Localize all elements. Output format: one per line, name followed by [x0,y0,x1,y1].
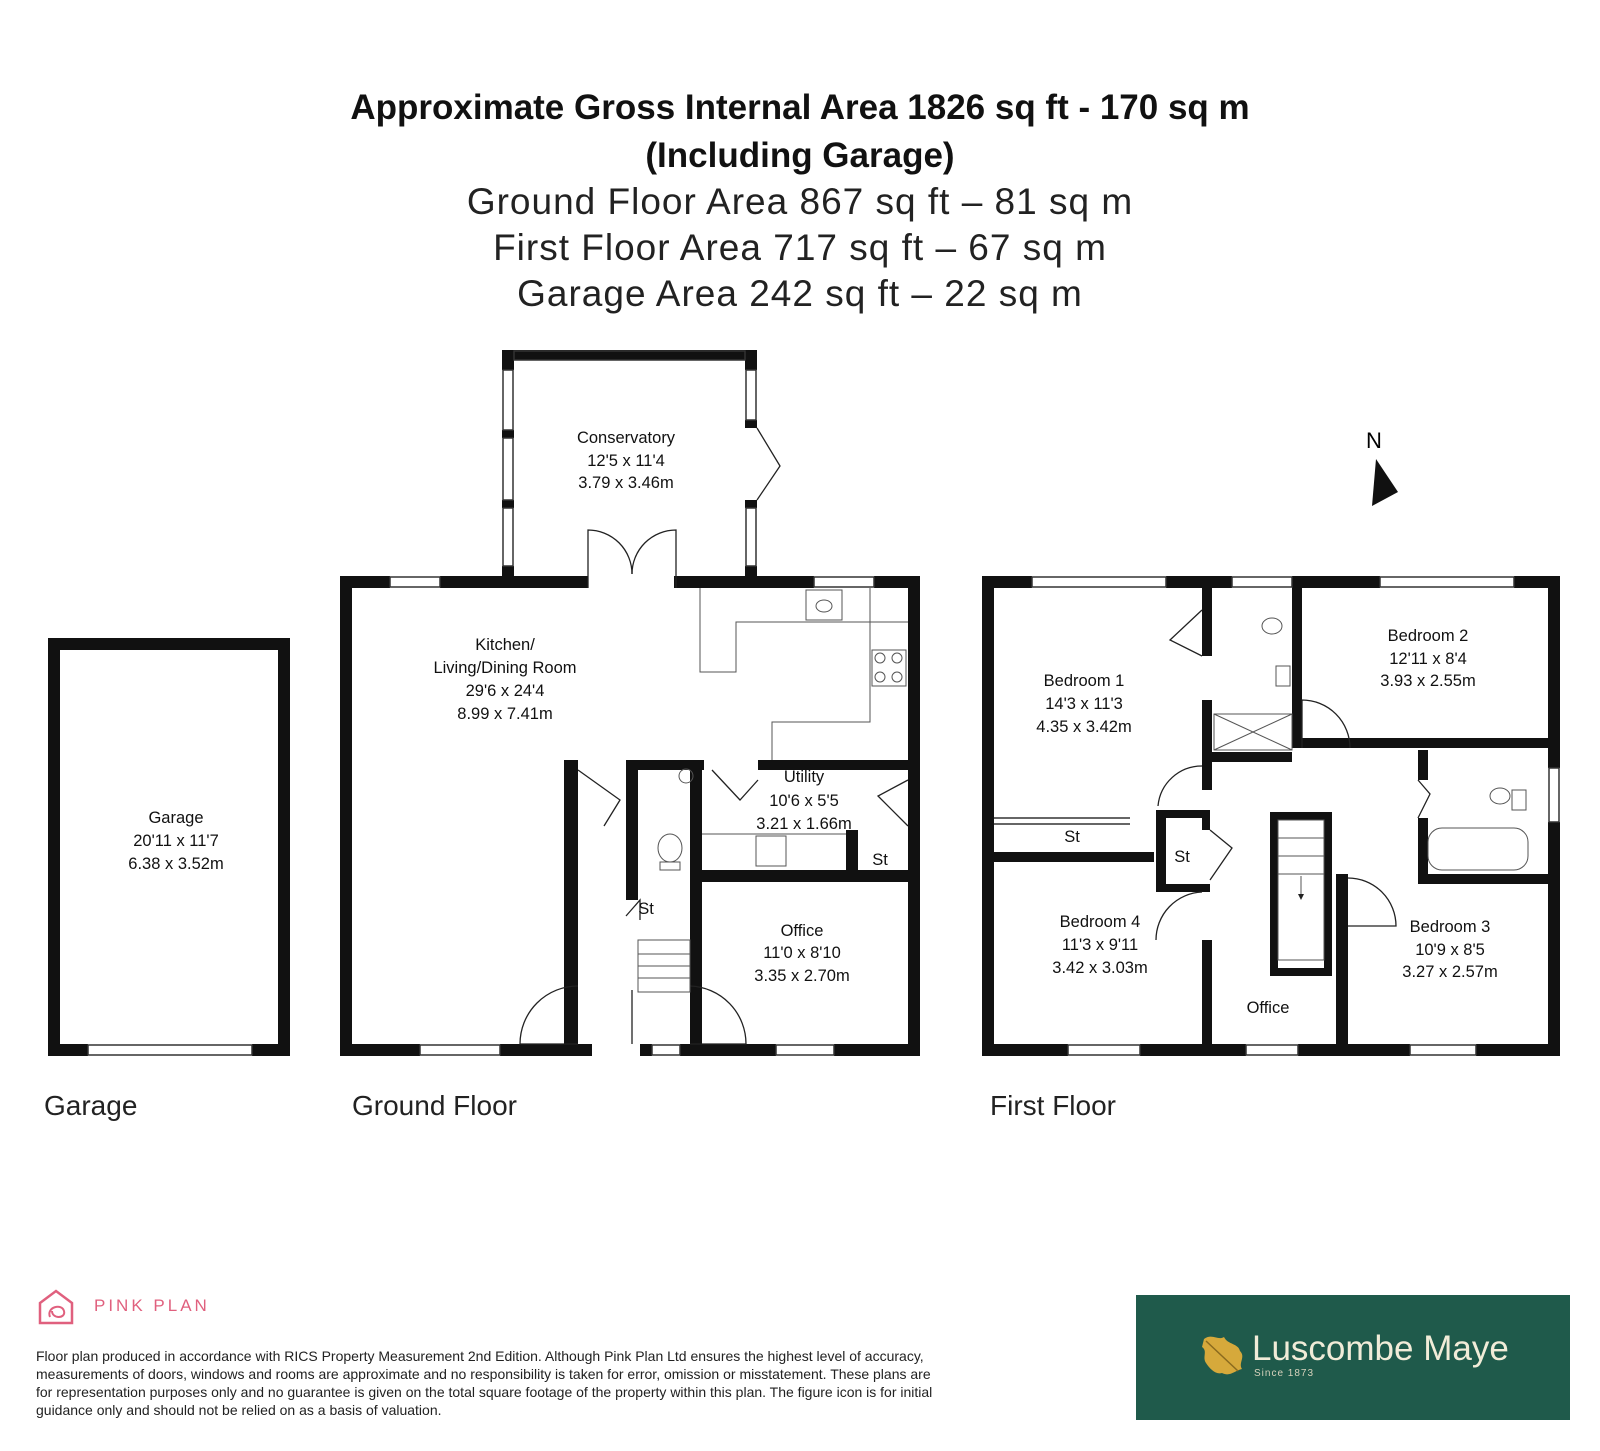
bedroom1-imperial: 14'3 x 11'3 [1045,695,1123,713]
area-title: Approximate Gross Internal Area 1826 sq … [350,88,1250,127]
utility-imperial: 10'6 x 5'5 [769,792,839,810]
bedroom3-name: Bedroom 3 [1410,918,1491,936]
area-subtitle: (Including Garage) [645,136,955,175]
utility-metric: 3.21 x 1.66m [756,815,851,833]
bedroom1-name: Bedroom 1 [1044,672,1125,690]
bedroom4-metric: 3.42 x 3.03m [1052,959,1147,977]
agent-since: Since 1873 [1254,1368,1315,1379]
ground-floor-label: Ground Floor [352,1090,517,1121]
office-gf-imperial: 11'0 x 8'10 [763,944,841,962]
north-arrow-icon: N [1366,428,1398,506]
first-floor-label: First Floor [990,1090,1116,1121]
store-label: St [1064,828,1080,846]
office-gf-name: Office [781,922,824,940]
garage-imperial: 20'11 x 11'7 [133,832,219,850]
doors [519,427,1431,1045]
conservatory-metric: 3.79 x 3.46m [578,474,673,492]
bedroom2-name: Bedroom 2 [1388,627,1469,645]
room-labels: Garage 20'11 x 11'7 6.38 x 3.52m Conserv… [128,429,1497,1017]
conservatory-imperial: 12'5 x 11'4 [587,452,665,470]
pink-plan-brand: PINK PLAN [94,1296,210,1315]
utility-name: Utility [784,768,825,786]
bedroom4-imperial: 11'3 x 9'11 [1062,936,1138,954]
bedroom3-imperial: 10'9 x 8'5 [1415,941,1485,959]
store-label: St [1174,848,1190,866]
kitchen-metric: 8.99 x 7.41m [457,705,552,723]
first-floor-area: First Floor Area 717 sq ft – 67 sq m [493,227,1107,268]
garage-floor-label: Garage [44,1090,138,1121]
bedroom1-metric: 4.35 x 3.42m [1036,718,1131,736]
disclaimer-text: Floor plan produced in accordance with R… [36,1348,933,1418]
pink-plan-logo-icon [38,1289,74,1325]
garage-name: Garage [148,809,203,827]
oak-leaf-icon [1202,1336,1243,1375]
bedroom2-imperial: 12'11 x 8'4 [1389,650,1467,668]
kitchen-name-line2: Living/Dining Room [433,659,576,677]
kitchen-name-line1: Kitchen/ [475,636,535,654]
walls [48,350,1560,1056]
bedroom4-name: Bedroom 4 [1060,913,1141,931]
agent-logo-panel: Luscombe Maye Since 1873 [1136,1295,1570,1420]
ground-floor-area: Ground Floor Area 867 sq ft – 81 sq m [466,181,1134,222]
store-label: St [638,900,654,918]
office-gf-metric: 3.35 x 2.70m [754,967,849,985]
windows [87,350,1560,1056]
store-label: St [872,851,888,869]
kitchen-imperial: 29'6 x 24'4 [466,682,545,700]
compass-label: N [1366,428,1382,453]
bedroom2-metric: 3.93 x 2.55m [1380,672,1475,690]
garage-metric: 6.38 x 3.52m [128,855,223,873]
fixtures [637,588,1529,993]
bedroom3-metric: 3.27 x 2.57m [1402,963,1497,981]
garage-area: Garage Area 242 sq ft – 22 sq m [517,273,1083,314]
conservatory-name: Conservatory [577,429,676,447]
agent-name: Luscombe Maye [1252,1329,1509,1368]
office-ff-name: Office [1247,999,1290,1017]
